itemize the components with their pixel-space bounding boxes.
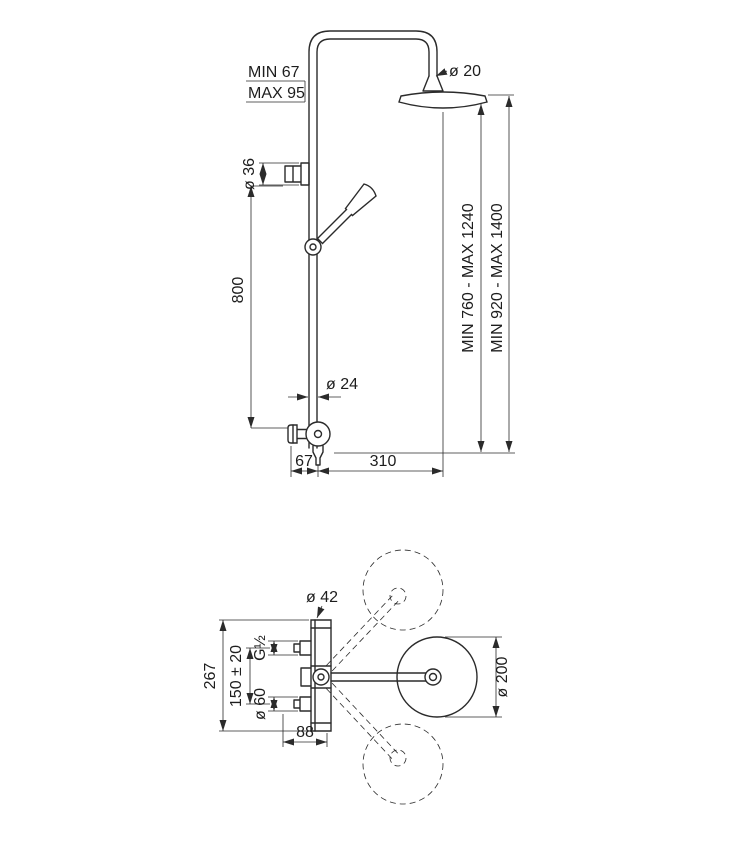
dim-label-inlet-spacing: 150 ± 20 <box>228 645 245 707</box>
dim-label-rail-length: 800 <box>230 277 247 304</box>
dimensions-front: ø 20 MIN 67 MAX 95 ø 36 800 MIN 760 - MA… <box>230 63 515 477</box>
dim-label-head-diameter: ø 200 <box>494 656 511 697</box>
hand-shower-holder <box>304 238 322 256</box>
dim-label-wall-offset: 67 <box>295 453 313 470</box>
dimensions-plan: ø 42 G½ 267 150 ± 20 ø 60 ø 200 88 <box>202 589 511 747</box>
inlet-fitting-bottom <box>293 696 312 712</box>
dim-label-max-projection: MAX 95 <box>248 85 305 102</box>
head-swivel-position-up <box>326 549 444 672</box>
arm-lines <box>330 672 430 682</box>
wall-union-body <box>284 162 310 186</box>
valve-center <box>313 429 323 439</box>
dim-label-bottom-rosette-diameter: ø 60 <box>252 688 269 720</box>
extension-lines-plan <box>219 619 502 747</box>
dim-label-arm-projection: 310 <box>370 453 397 470</box>
front-view: ø 20 MIN 67 MAX 95 ø 36 800 MIN 760 - MA… <box>230 30 515 477</box>
riser-pipe-inner <box>316 38 430 449</box>
mixer-body-back <box>300 667 312 687</box>
hand-shower <box>304 183 377 256</box>
dim-label-height-range-overall: MIN 920 - MAX 1400 <box>489 203 506 353</box>
swivel-head-down-dashed <box>362 723 444 805</box>
wall-union <box>284 162 310 186</box>
head-connector-cone <box>422 75 444 92</box>
swivel-arm <box>312 668 430 686</box>
dim-label-body-height: 267 <box>202 663 219 690</box>
dim-label-thread-size: G½ <box>252 635 269 661</box>
valve-outlet <box>312 445 324 466</box>
head-disc <box>398 91 488 109</box>
leader-head-connection-diameter <box>435 68 448 77</box>
hand-shower-body <box>316 183 377 245</box>
swivel-ball-down-dashed <box>389 749 407 767</box>
dim-label-wall-clearance: 88 <box>296 724 314 741</box>
dim-label-wall-union-diameter: ø 36 <box>241 158 258 190</box>
head-ball-joint <box>424 668 442 686</box>
shower-head <box>398 75 488 109</box>
swivel-arm-down-dashed <box>326 682 398 759</box>
riser-column <box>308 30 438 449</box>
hand-shower-holder-pin <box>309 243 317 251</box>
riser-pipe-outer <box>308 30 438 449</box>
mixer-valve <box>287 421 331 466</box>
head-ball-joint-center <box>428 672 438 682</box>
leader-top-connection-diameter <box>316 605 325 619</box>
valve-handle-stem <box>296 428 307 440</box>
dim-label-top-connection-diameter: ø 42 <box>306 589 338 606</box>
swivel-arm-up-dashed <box>326 595 399 672</box>
dim-label-column-diameter: ø 24 <box>326 376 358 393</box>
head-circle <box>396 636 478 718</box>
plan-view: ø 42 G½ 267 150 ± 20 ø 60 ø 200 88 <box>202 549 511 805</box>
dim-label-min-projection: MIN 67 <box>248 64 300 81</box>
inlet-fitting-top <box>293 640 312 656</box>
swivel-head-up-dashed <box>362 549 444 631</box>
arm-pivot-center <box>317 673 325 681</box>
valve-body <box>305 421 331 447</box>
arm-pivot <box>312 668 330 686</box>
dim-label-height-range-to-head: MIN 760 - MAX 1240 <box>460 203 477 353</box>
dim-label-head-connection-diameter: ø 20 <box>449 63 481 80</box>
head-swivel-position-down <box>326 682 444 805</box>
swivel-ball-up-dashed <box>389 587 407 605</box>
head-plan <box>396 636 478 718</box>
